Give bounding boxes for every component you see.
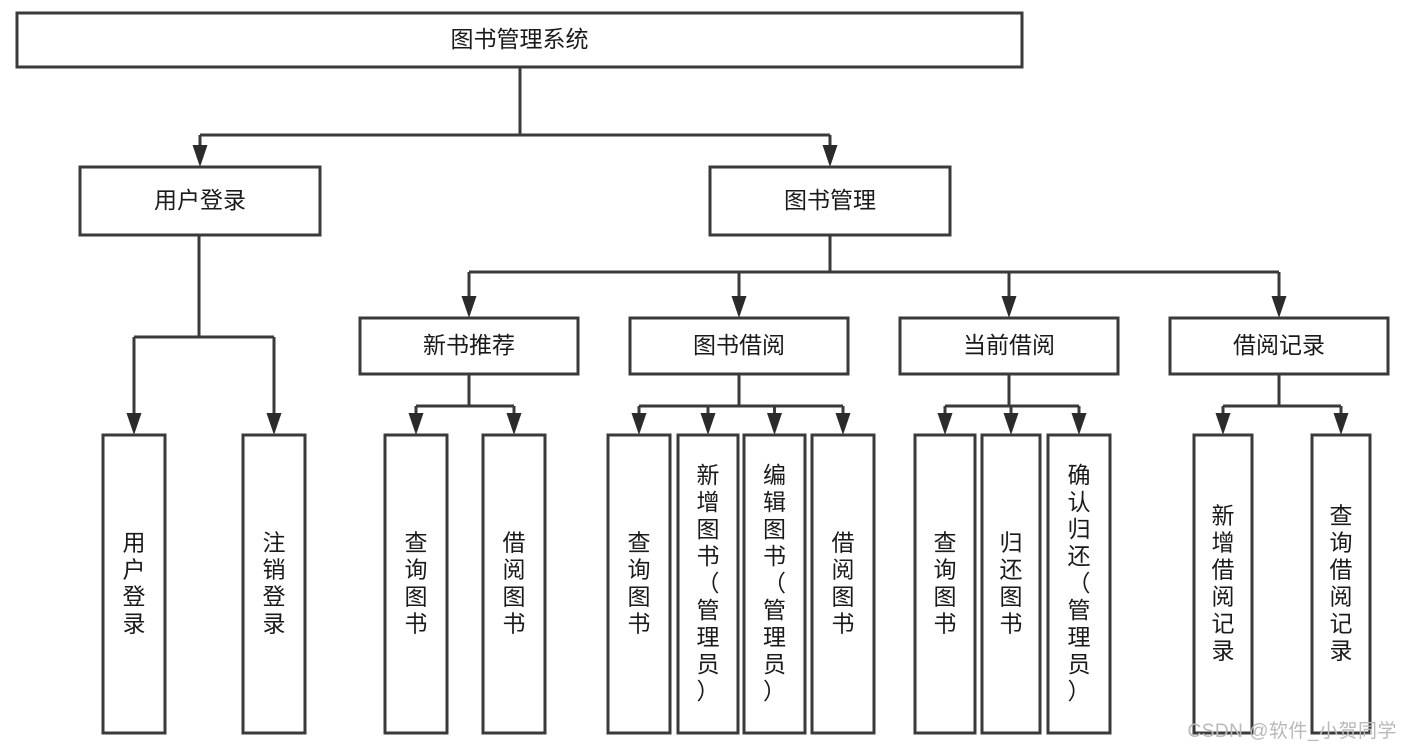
node-layer: 图书管理系统用户登录图书管理新书推荐图书借阅当前借阅借阅记录用户登录注销登录查询…: [15, 11, 1390, 735]
node-leaf-br-query[interactable]: 查询借阅记录: [1310, 433, 1372, 735]
node-leaf-user-logout[interactable]: 注销登录: [241, 433, 307, 735]
connector-group-user-login: [126, 235, 282, 435]
node-box-leaf-bb-edit[interactable]: [742, 433, 807, 735]
node-box-leaf-cb-confirm[interactable]: [1046, 433, 1112, 735]
node-box-leaf-user-login[interactable]: [101, 433, 167, 735]
node-label-leaf-cb-query: 查询图书: [934, 530, 957, 637]
arrow-head-icon: [461, 296, 477, 318]
node-leaf-bb-query[interactable]: 查询图书: [606, 433, 672, 735]
node-box-leaf-br-add[interactable]: [1192, 433, 1254, 735]
node-book-manage[interactable]: 图书管理: [708, 165, 952, 237]
node-label-leaf-bb-borrow: 借阅图书: [832, 530, 855, 637]
arrow-head-icon: [126, 413, 142, 435]
node-label-leaf-cb-return: 归还图书: [1000, 530, 1023, 637]
node-box-book-manage[interactable]: [708, 165, 952, 237]
node-box-leaf-user-logout[interactable]: [241, 433, 307, 735]
arrow-head-icon: [408, 413, 424, 435]
node-root[interactable]: 图书管理系统: [15, 11, 1024, 69]
node-box-leaf-cb-return[interactable]: [980, 433, 1042, 735]
connector-group-borrow-record: [1215, 374, 1349, 435]
node-borrow-record[interactable]: 借阅记录: [1168, 316, 1390, 376]
node-label-leaf-bb-query: 查询图书: [628, 530, 651, 637]
node-box-leaf-bb-borrow[interactable]: [810, 433, 876, 735]
node-box-leaf-bb-query[interactable]: [606, 433, 672, 735]
node-leaf-user-login[interactable]: 用户登录: [101, 433, 167, 735]
arrow-head-icon: [1001, 296, 1017, 318]
node-user-login[interactable]: 用户登录: [78, 165, 322, 237]
arrow-head-icon: [822, 145, 838, 167]
node-label-book-manage: 图书管理: [784, 187, 876, 213]
arrow-head-icon: [1003, 413, 1019, 435]
arrow-head-icon: [937, 413, 953, 435]
connector-group-book-borrow: [631, 374, 851, 435]
node-leaf-br-add[interactable]: 新增借阅记录: [1192, 433, 1254, 735]
node-leaf-rec-query[interactable]: 查询图书: [383, 433, 449, 735]
connector-group-current-borrow: [937, 374, 1087, 435]
node-label-user-login: 用户登录: [154, 187, 246, 213]
arrow-head-icon: [1071, 413, 1087, 435]
connector-group-book-manage: [461, 235, 1287, 318]
node-label-leaf-rec-query: 查询图书: [405, 530, 428, 637]
node-box-leaf-cb-query[interactable]: [913, 433, 977, 735]
node-label-leaf-bb-add: 新增图书（管理员）: [697, 462, 720, 704]
node-leaf-cb-query[interactable]: 查询图书: [913, 433, 977, 735]
arrow-head-icon: [266, 413, 282, 435]
arrow-head-icon: [1333, 413, 1349, 435]
node-label-leaf-user-login: 用户登录: [123, 530, 146, 637]
node-leaf-cb-confirm[interactable]: 确认归还（管理员）: [1046, 433, 1112, 735]
node-box-book-borrow[interactable]: [628, 316, 850, 376]
node-label-new-book-rec: 新书推荐: [423, 332, 515, 358]
arrow-head-icon: [192, 145, 208, 167]
node-label-leaf-cb-confirm: 确认归还（管理员）: [1068, 462, 1091, 704]
node-box-current-borrow[interactable]: [898, 316, 1120, 376]
node-box-leaf-br-query[interactable]: [1310, 433, 1372, 735]
node-label-current-borrow: 当前借阅: [963, 332, 1055, 358]
node-box-leaf-rec-query[interactable]: [383, 433, 449, 735]
arrow-head-icon: [700, 413, 716, 435]
node-box-leaf-bb-add[interactable]: [676, 433, 740, 735]
connector-group-new-book-rec: [408, 374, 522, 435]
node-leaf-rec-borrow[interactable]: 借阅图书: [481, 433, 547, 735]
node-label-borrow-record: 借阅记录: [1233, 332, 1325, 358]
node-box-leaf-rec-borrow[interactable]: [481, 433, 547, 735]
node-label-root: 图书管理系统: [451, 26, 589, 52]
node-leaf-cb-return[interactable]: 归还图书: [980, 433, 1042, 735]
node-leaf-bb-edit[interactable]: 编辑图书（管理员）: [742, 433, 807, 735]
connector-group-root: [192, 67, 838, 167]
node-label-leaf-bb-edit: 编辑图书（管理员）: [763, 462, 786, 704]
node-box-user-login[interactable]: [78, 165, 322, 237]
node-label-leaf-br-add: 新增借阅记录: [1212, 503, 1235, 664]
node-current-borrow[interactable]: 当前借阅: [898, 316, 1120, 376]
node-box-root[interactable]: [15, 11, 1024, 69]
arrow-head-icon: [835, 413, 851, 435]
node-box-borrow-record[interactable]: [1168, 316, 1390, 376]
node-label-leaf-br-query: 查询借阅记录: [1330, 503, 1353, 664]
node-leaf-bb-add[interactable]: 新增图书（管理员）: [676, 433, 740, 735]
node-label-leaf-rec-borrow: 借阅图书: [503, 530, 526, 637]
node-new-book-rec[interactable]: 新书推荐: [358, 316, 580, 376]
connector-layer: [126, 67, 1349, 435]
node-label-leaf-user-logout: 注销登录: [263, 530, 286, 637]
node-book-borrow[interactable]: 图书借阅: [628, 316, 850, 376]
arrow-head-icon: [767, 413, 782, 435]
arrow-head-icon: [1271, 296, 1287, 318]
node-leaf-bb-borrow[interactable]: 借阅图书: [810, 433, 876, 735]
arrow-head-icon: [631, 413, 647, 435]
arrow-head-icon: [1215, 413, 1231, 435]
node-box-new-book-rec[interactable]: [358, 316, 580, 376]
arrow-head-icon: [506, 413, 522, 435]
node-label-book-borrow: 图书借阅: [693, 332, 785, 358]
arrow-head-icon: [731, 296, 747, 318]
